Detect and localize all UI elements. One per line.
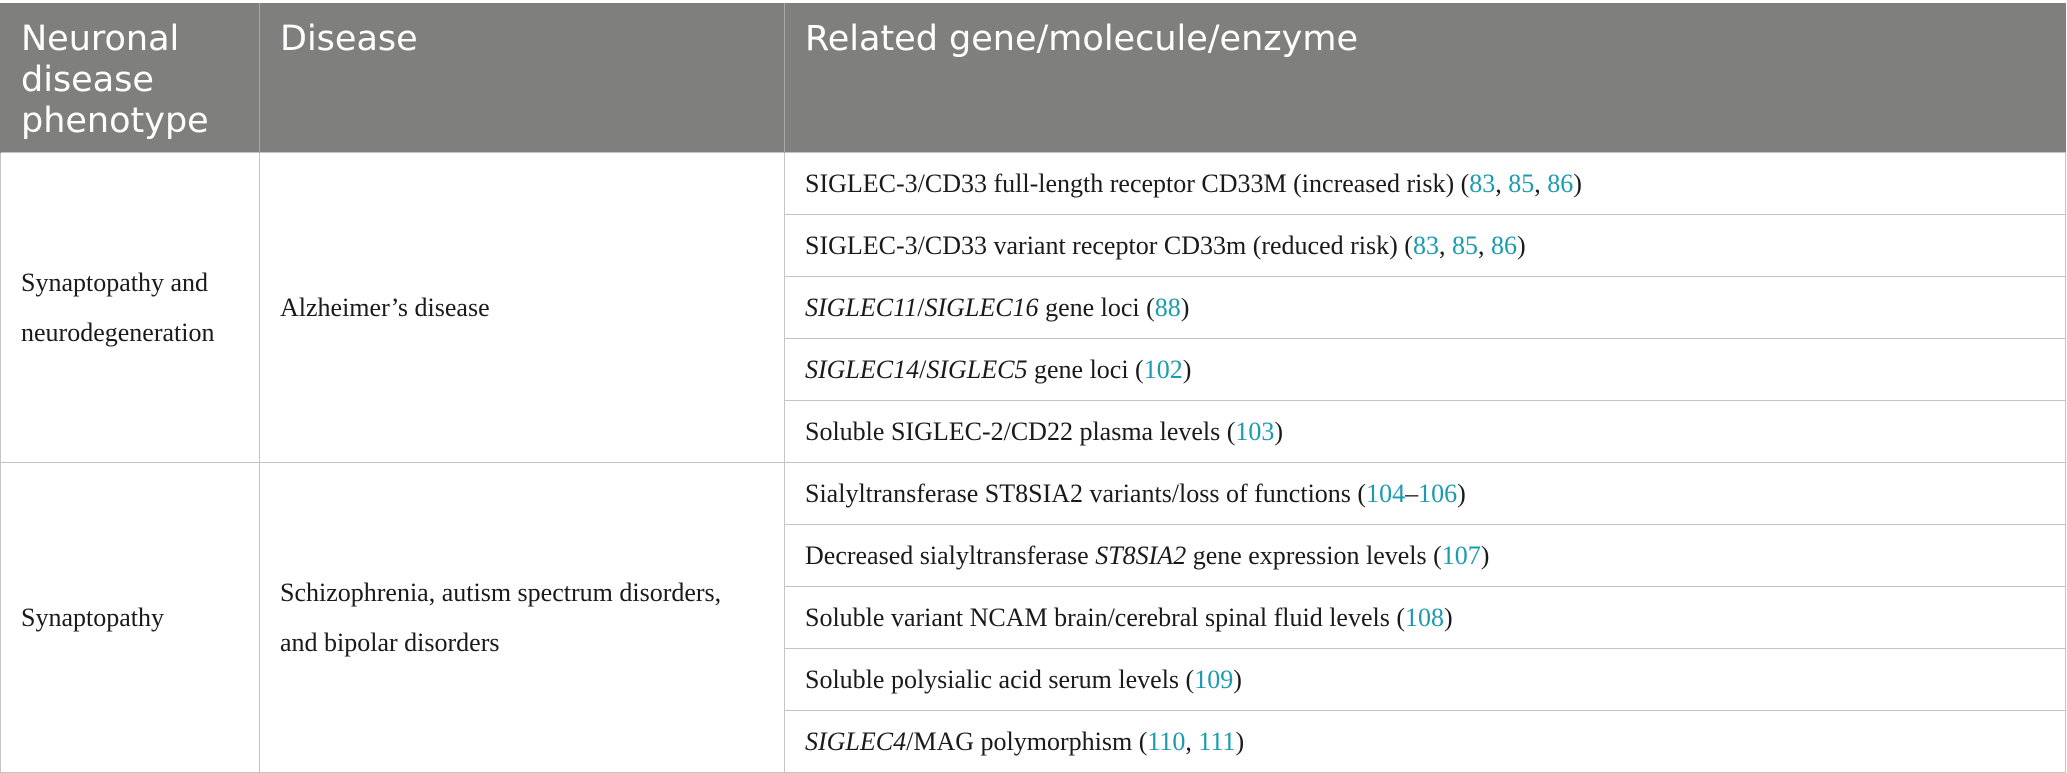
header-related: Related gene/molecule/enzyme <box>784 3 2066 153</box>
cell-text: Soluble SIGLEC-2/CD22 plasma levels ( <box>805 416 1236 446</box>
related-cell: SIGLEC-3/CD33 full-length receptor CD33M… <box>784 152 2066 215</box>
reference-link[interactable]: 110 <box>1147 726 1186 756</box>
gene-name: SIGLEC11 <box>805 292 918 322</box>
related-cell: Sialyltransferase ST8SIA2 variants/loss … <box>784 462 2066 525</box>
reference-link[interactable]: 85 <box>1508 168 1535 198</box>
cell-text: / <box>919 354 927 384</box>
phenotype-cell: Synaptopathy and neurodegeneration <box>0 152 260 463</box>
table-row: SIGLEC11/SIGLEC16 gene loci (88) <box>1 276 2066 339</box>
cell-text: gene loci ( <box>1038 292 1155 322</box>
cell-text: ) <box>1457 478 1466 508</box>
cell-text: ) <box>1444 602 1453 632</box>
cell-text: ) <box>1235 726 1245 756</box>
reference-link[interactable]: 83 <box>1412 230 1439 260</box>
reference-link[interactable]: 109 <box>1194 664 1234 694</box>
reference-link[interactable]: 102 <box>1143 354 1183 384</box>
cell-text: SIGLEC-3/CD33 full-length receptor CD33M… <box>805 168 1470 198</box>
reference-link[interactable]: 83 <box>1469 168 1496 198</box>
gene-name: SIGLEC16 <box>924 292 1039 322</box>
phenotype-cell: Synaptopathy <box>0 462 260 773</box>
related-cell: SIGLEC11/SIGLEC16 gene loci (88) <box>784 276 2066 339</box>
cell-text: ) <box>1233 664 1242 694</box>
cell-text: gene loci ( <box>1027 354 1144 384</box>
cell-text: gene expression levels ( <box>1186 540 1442 570</box>
related-cell: Soluble variant NCAM brain/cerebral spin… <box>784 586 2066 649</box>
disease-cell: Schizophrenia, autism spectrum disorders… <box>259 462 785 773</box>
reference-link[interactable]: 111 <box>1198 726 1236 756</box>
header-row: Neuronal disease phenotype Disease Relat… <box>0 3 2066 153</box>
reference-link[interactable]: 85 <box>1451 230 1478 260</box>
table-row: SIGLEC-3/CD33 variant receptor CD33m (re… <box>1 214 2066 277</box>
cell-text: ) <box>1182 354 1192 384</box>
table-row: Soluble SIGLEC-2/CD22 plasma levels (103… <box>1 400 2066 463</box>
header-phenotype: Neuronal disease phenotype <box>0 3 260 153</box>
disease-cell: Alzheimer’s disease <box>259 152 785 463</box>
reference-link[interactable]: 86 <box>1547 168 1574 198</box>
reference-link[interactable]: 88 <box>1154 292 1181 322</box>
related-cell: SIGLEC4/MAG polymorphism (110, 111) <box>784 710 2066 773</box>
table-header: Neuronal disease phenotype Disease Relat… <box>0 3 2066 153</box>
cell-text: , <box>1495 168 1509 198</box>
gene-name: SIGLEC4 <box>805 726 907 756</box>
cell-text: , <box>1534 168 1548 198</box>
related-cell: Soluble polysialic acid serum levels (10… <box>784 648 2066 711</box>
cell-text: ) <box>1516 230 1526 260</box>
cell-text: , <box>1438 230 1452 260</box>
gene-name: SIGLEC14 <box>805 354 920 384</box>
related-cell: Soluble SIGLEC-2/CD22 plasma levels (103… <box>784 400 2066 463</box>
gene-name: SIGLEC5 <box>926 354 1028 384</box>
cell-text: Sialyltransferase ST8SIA2 variants/loss … <box>805 478 1367 508</box>
cell-text: / <box>917 292 925 322</box>
table-row: Decreased sialyltransferase ST8SIA2 gene… <box>1 524 2066 587</box>
gene-name: ST8SIA2 <box>1095 540 1187 570</box>
cell-text: ) <box>1274 416 1284 446</box>
cell-text: SIGLEC-3/CD33 variant receptor CD33m (re… <box>805 230 1413 260</box>
table-row: SIGLEC14/SIGLEC5 gene loci (102) <box>1 338 2066 401</box>
cell-text: , <box>1185 726 1199 756</box>
cell-text: Decreased sialyltransferase <box>805 540 1096 570</box>
reference-link[interactable]: 106 <box>1418 478 1458 508</box>
reference-link[interactable]: 107 <box>1441 540 1481 570</box>
disease-gene-table: Neuronal disease phenotype Disease Relat… <box>0 3 2066 773</box>
table-row: Soluble polysialic acid serum levels (10… <box>1 648 2066 711</box>
header-disease: Disease <box>259 3 785 153</box>
related-cell: Decreased sialyltransferase ST8SIA2 gene… <box>784 524 2066 587</box>
table-row: Soluble variant NCAM brain/cerebral spin… <box>1 586 2066 649</box>
related-cell: SIGLEC14/SIGLEC5 gene loci (102) <box>784 338 2066 401</box>
reference-link[interactable]: 86 <box>1490 230 1517 260</box>
cell-text: ) <box>1180 292 1190 322</box>
cell-text: Soluble polysialic acid serum levels ( <box>805 664 1195 694</box>
cell-text: ) <box>1480 540 1490 570</box>
reference-link[interactable]: 108 <box>1405 602 1445 632</box>
related-cell: SIGLEC-3/CD33 variant receptor CD33m (re… <box>784 214 2066 277</box>
reference-link[interactable]: 104 <box>1366 478 1406 508</box>
cell-text: – <box>1405 478 1419 508</box>
cell-text: Soluble variant NCAM brain/cerebral spin… <box>805 602 1406 632</box>
reference-link[interactable]: 103 <box>1235 416 1275 446</box>
cell-text: ) <box>1573 168 1582 198</box>
cell-text: , <box>1477 230 1491 260</box>
cell-text: /MAG polymorphism ( <box>906 726 1148 756</box>
